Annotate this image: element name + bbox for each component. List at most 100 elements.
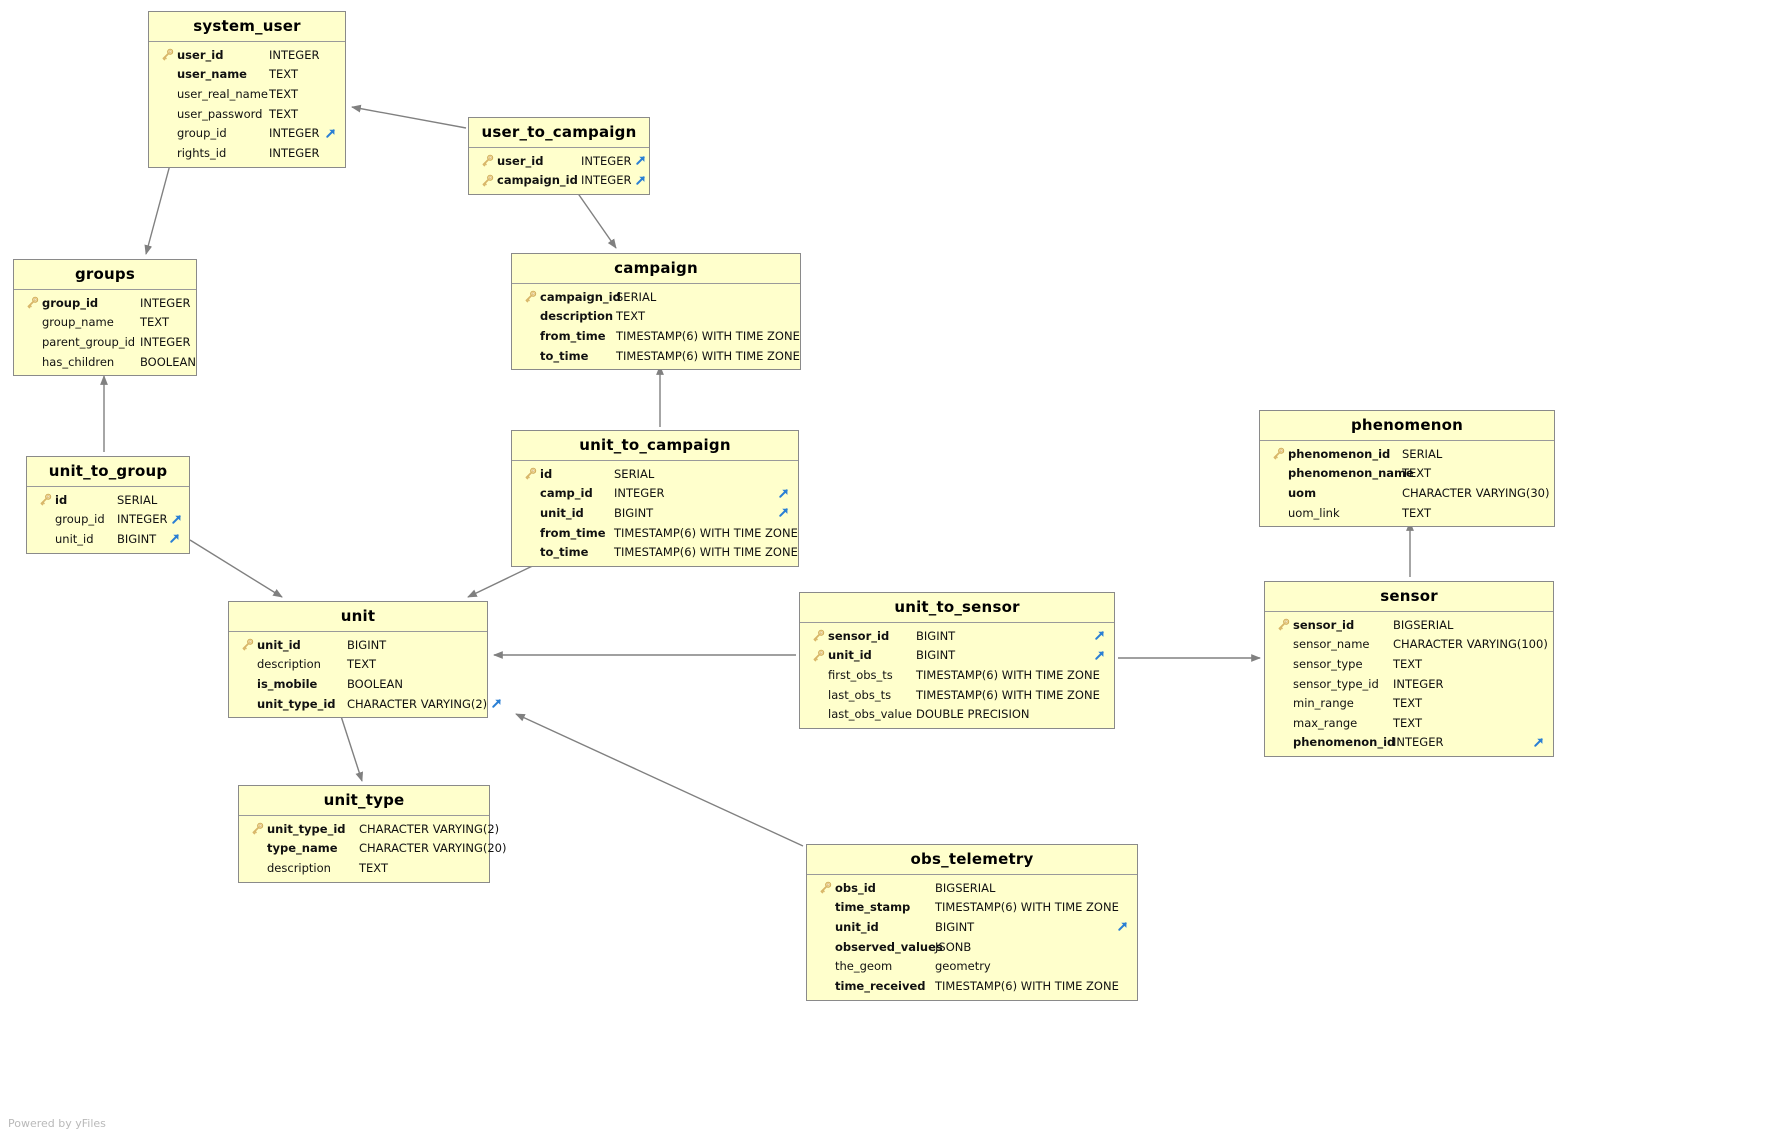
column-type: TEXT xyxy=(347,657,376,672)
foreign-key-arrow-icon xyxy=(167,513,185,526)
column-name: user_real_name xyxy=(177,86,268,101)
column-name: to_time xyxy=(540,545,589,560)
column-type: TIMESTAMP(6) WITH TIME ZONE xyxy=(616,328,800,343)
column-type: BIGINT xyxy=(935,919,975,934)
primary-key-icon xyxy=(808,629,828,642)
primary-key-icon xyxy=(1273,618,1293,631)
edge-obs_telemetry-unit xyxy=(515,713,804,847)
column-row[interactable]: user_password TEXT xyxy=(149,104,345,124)
column-name: id xyxy=(55,492,68,507)
column-name: time_received xyxy=(835,978,926,993)
column-type: TEXT xyxy=(269,106,298,121)
column-type: TEXT xyxy=(1393,656,1422,671)
column-name: unit_id xyxy=(257,637,301,652)
column-row[interactable]: sensor_name CHARACTER VARYING(100) xyxy=(1265,635,1553,655)
column-type: CHARACTER VARYING(100) xyxy=(1393,637,1548,652)
column-name: from_time xyxy=(540,525,606,540)
column-name: id xyxy=(540,466,553,481)
column-name: user_password xyxy=(177,106,263,121)
foreign-key-arrow-icon xyxy=(487,697,505,710)
table-title-unit_to_sensor: unit_to_sensor xyxy=(800,593,1114,623)
column-type: DOUBLE PRECISION xyxy=(916,707,1030,722)
foreign-key-arrow-icon xyxy=(1090,649,1108,662)
column-type: TIMESTAMP(6) WITH TIME ZONE xyxy=(935,900,1119,915)
column-type: INTEGER xyxy=(140,334,191,349)
column-name: group_id xyxy=(42,295,99,310)
column-type: INTEGER xyxy=(269,126,320,141)
column-name: sensor_name xyxy=(1293,637,1370,652)
primary-key-icon xyxy=(808,649,828,662)
column-name: phenomenon_id xyxy=(1293,735,1396,750)
column-name: description xyxy=(257,657,321,672)
column-row[interactable]: description TEXT xyxy=(229,655,487,675)
